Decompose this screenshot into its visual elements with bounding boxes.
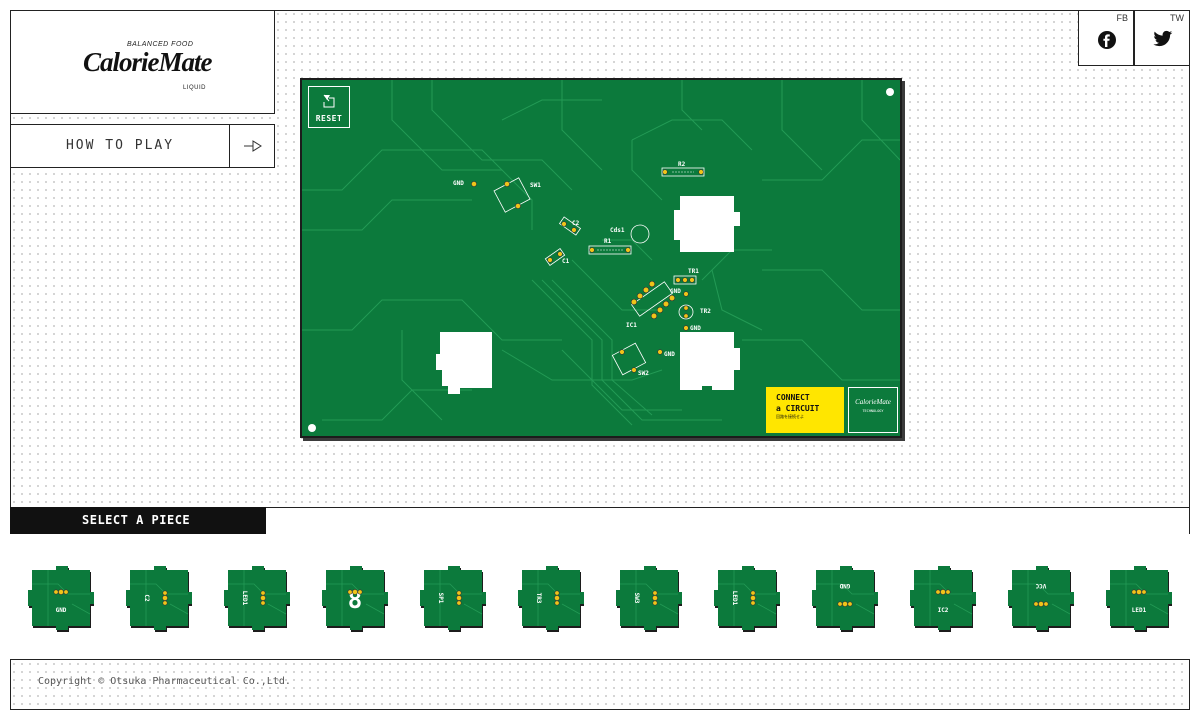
piece-pads — [1131, 589, 1147, 595]
piece-6[interactable]: TR3 — [518, 564, 585, 636]
label-gnd-tr2: GND — [690, 325, 701, 332]
piece-graphic: C2 — [126, 566, 193, 632]
piece-label: LED1 — [241, 591, 248, 606]
piece-pads — [837, 601, 853, 607]
select-piece-heading: SELECT A PIECE — [10, 507, 266, 534]
piece-label: TR3 — [535, 593, 542, 604]
piece-11[interactable]: VCC — [1008, 564, 1075, 636]
label-tr2: TR2 — [700, 308, 711, 315]
label-ic1: IC1 — [626, 322, 637, 329]
facebook-label: FB — [1116, 13, 1128, 23]
connect-title-line2: a CIRCUIT — [776, 404, 820, 413]
reset-label: RESET — [315, 114, 343, 123]
label-cds1: Cds1 — [610, 227, 625, 234]
piece-1[interactable]: GND — [28, 564, 95, 636]
piece-7[interactable]: SW3 — [616, 564, 683, 636]
piece-12[interactable]: LED1 — [1106, 564, 1173, 636]
piece-graphic: IC2 — [910, 566, 977, 632]
piece-pads — [652, 590, 658, 606]
piece-10[interactable]: IC2 — [910, 564, 977, 636]
label-r1: R1 — [604, 238, 612, 245]
piece-9[interactable]: GND — [812, 564, 879, 636]
twitter-share-button[interactable]: TW — [1134, 10, 1190, 66]
piece-label: VCC — [1035, 582, 1046, 589]
piece-pads — [347, 589, 363, 595]
badge-text: TECHNOLOGY — [862, 409, 884, 413]
piece-label: LED1 — [731, 591, 738, 606]
label-tr1: TR1 — [688, 268, 699, 275]
piece-8[interactable]: LED1 — [714, 564, 781, 636]
footer: Copyright © Otsuka Pharmaceutical Co.,Lt… — [10, 660, 1190, 710]
technology-badge: CalorieMate TECHNOLOGY — [848, 387, 898, 433]
piece-graphic: SW3 — [616, 566, 683, 632]
piece-label: GND — [56, 607, 67, 614]
connect-subtitle: 回路を接続せよ — [776, 414, 804, 419]
piece-label: SP1 — [437, 593, 444, 604]
piece-label: C2 — [143, 594, 150, 602]
logo-tagline: BALANCED FOOD — [127, 41, 194, 48]
label-r2: R2 — [678, 161, 686, 168]
piece-graphic: LED1 — [714, 566, 781, 632]
piece-4[interactable]: 8 — [322, 564, 389, 636]
facebook-share-button[interactable]: FB — [1078, 10, 1134, 66]
label-gnd-sw2: GND — [664, 351, 675, 358]
piece-label: GND — [839, 582, 850, 589]
piece-5[interactable]: SP1 — [420, 564, 487, 636]
label-sw1: SW1 — [530, 182, 541, 189]
how-to-play-button[interactable]: HOW TO PLAY — [10, 124, 275, 168]
label-gnd: GND — [453, 180, 464, 187]
piece-pads — [456, 590, 462, 606]
piece-graphic: LED1 — [224, 566, 291, 632]
page-frame — [10, 10, 1190, 710]
piece-pads — [1033, 601, 1049, 607]
circuit-board[interactable]: GND SW1 C2 C1 R1 Cds1 R2 TR1 GND TR2 GND… — [300, 78, 902, 438]
label-sw2: SW2 — [638, 370, 649, 377]
logo-variant: LIQUID — [183, 85, 207, 91]
piece-graphic: 8 — [322, 566, 389, 632]
logo-wordmark: CalorieMate — [83, 47, 212, 77]
piece-pads — [260, 590, 266, 606]
piece-graphic: VCC — [1008, 566, 1075, 632]
piece-pads — [750, 590, 756, 606]
piece-pads — [53, 589, 69, 595]
piece-label: LED1 — [1132, 607, 1147, 614]
piece-graphic: GND — [812, 566, 879, 632]
reset-icon — [321, 92, 337, 112]
twitter-label: TW — [1170, 13, 1184, 23]
piece-graphic: TR3 — [518, 566, 585, 632]
connect-circuit-card: CONNECT a CIRCUIT 回路を接続せよ — [766, 387, 844, 433]
footer-divider — [10, 659, 1190, 660]
piece-graphic: LED1 — [1106, 566, 1173, 632]
copyright-text: Copyright © Otsuka Pharmaceutical Co.,Lt… — [38, 676, 291, 687]
piece-graphic: SP1 — [420, 566, 487, 632]
connect-title-line1: CONNECT — [776, 393, 810, 402]
piece-pads — [935, 589, 951, 595]
piece-3[interactable]: LED1 — [224, 564, 291, 636]
how-to-play-label: HOW TO PLAY — [65, 138, 175, 153]
label-gnd-tr1: GND — [670, 288, 681, 295]
badge-brand: CalorieMate — [855, 398, 891, 406]
footer-background — [10, 660, 1190, 710]
label-c2: C2 — [572, 220, 580, 227]
piece-label: SW3 — [633, 593, 640, 604]
brand-logo[interactable]: BALANCED FOOD CalorieMate LIQUID — [10, 10, 275, 114]
circuit-traces — [302, 80, 900, 432]
facebook-icon — [1097, 30, 1117, 54]
label-c1: C1 — [562, 258, 570, 265]
piece-2[interactable]: C2 — [126, 564, 193, 636]
piece-pads — [162, 590, 168, 606]
piece-pads — [554, 590, 560, 606]
arrow-right-icon[interactable] — [229, 125, 275, 167]
piece-graphic: GND — [28, 566, 95, 632]
piece-label: IC2 — [938, 607, 949, 614]
twitter-icon — [1153, 30, 1173, 52]
reset-button[interactable]: RESET — [308, 86, 350, 128]
section-divider — [10, 507, 1190, 508]
